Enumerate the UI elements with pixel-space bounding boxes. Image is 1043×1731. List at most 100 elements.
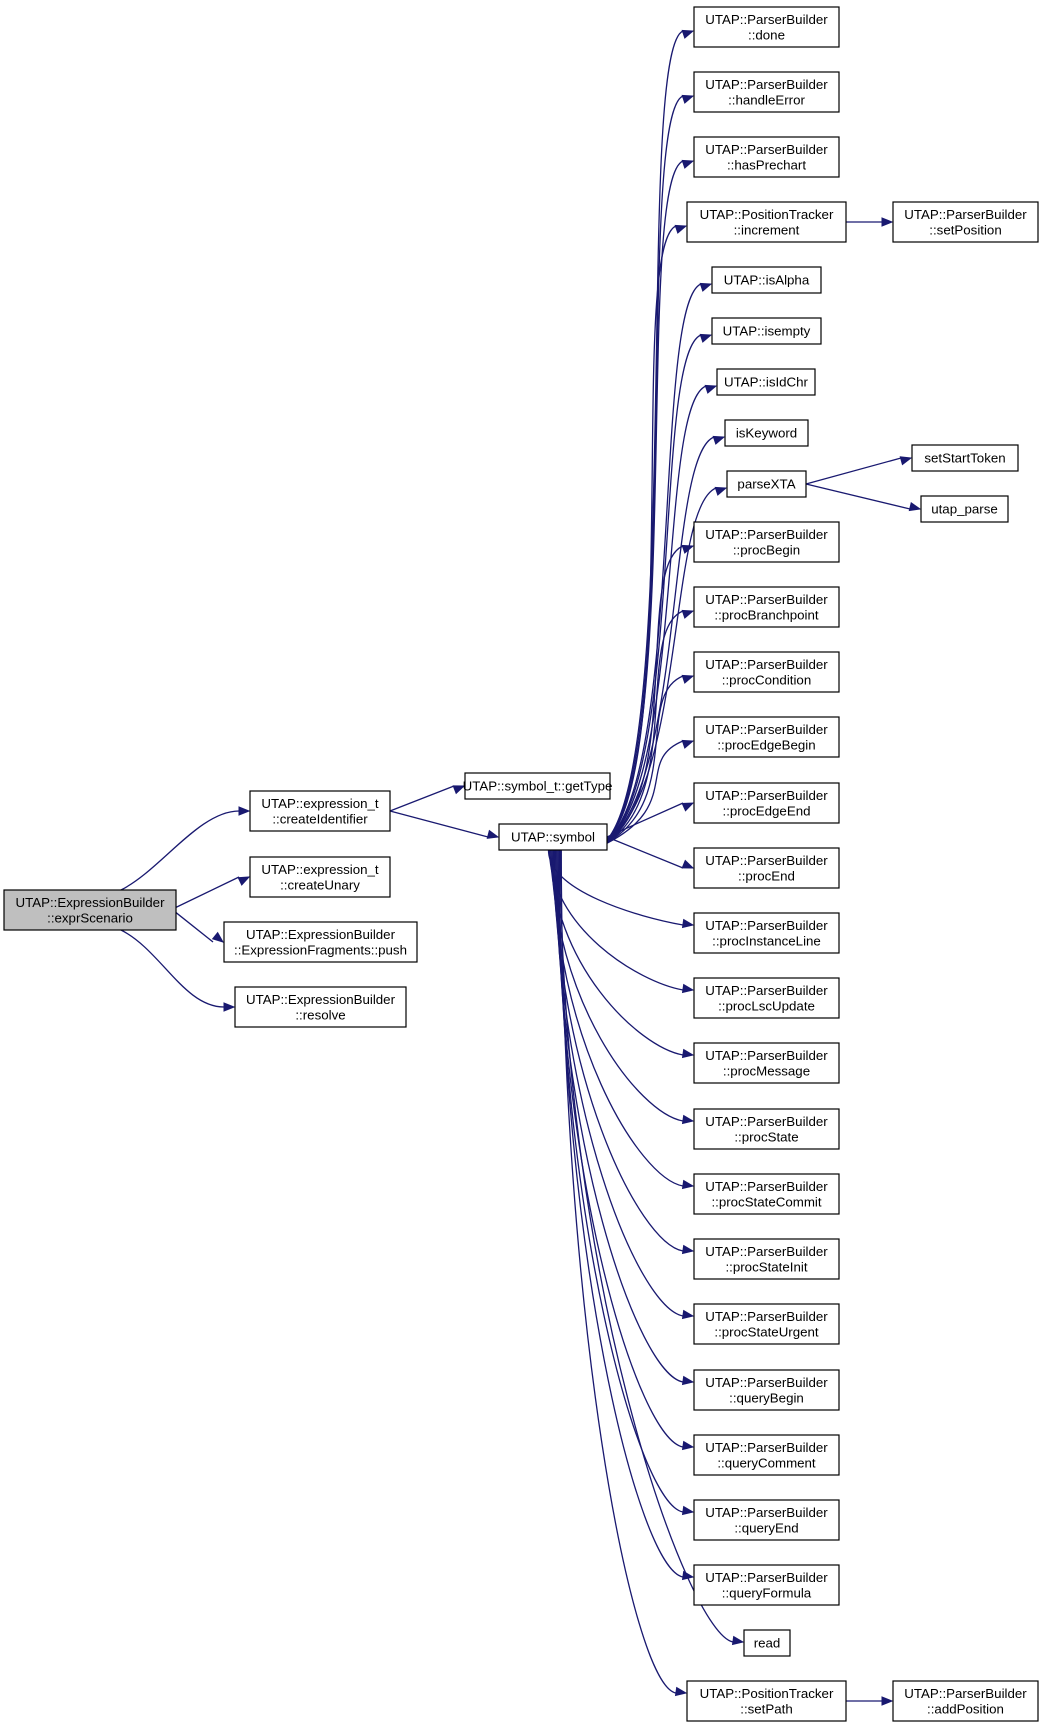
node-queryEnd[interactable]: UTAP::ParserBuilder::queryEnd [693, 1499, 840, 1541]
node-label: ::setPath [740, 1701, 792, 1716]
node-procInstanceLine[interactable]: UTAP::ParserBuilder::procInstanceLine [693, 912, 840, 954]
node-box [693, 521, 840, 563]
edge-symbol-to-procStateCommit [552, 849, 695, 1190]
node-box [686, 1680, 847, 1722]
arrowhead [681, 544, 695, 554]
node-box [498, 823, 608, 851]
node-addPosition[interactable]: UTAP::ParserBuilder::addPosition [892, 1680, 1039, 1722]
edge-symbol-to-procEdgeBegin [596, 739, 695, 849]
node-label: UTAP::ExpressionBuilder [15, 895, 165, 910]
arrowhead [681, 609, 695, 619]
node-label: ::resolve [295, 1007, 345, 1022]
node-label: UTAP::ParserBuilder [705, 1375, 828, 1390]
node-procCondition[interactable]: UTAP::ParserBuilder::procCondition [693, 651, 840, 693]
edge-line [558, 849, 684, 1578]
node-push[interactable]: UTAP::ExpressionBuilder::ExpressionFragm… [223, 921, 418, 963]
node-procEdgeBegin[interactable]: UTAP::ParserBuilder::procEdgeBegin [693, 716, 840, 758]
edge-line [120, 929, 225, 1008]
node-utap_parse[interactable]: utap_parse [920, 495, 1009, 523]
node-label: read [754, 1636, 781, 1651]
edge-line [596, 334, 702, 849]
node-getType[interactable]: UTAP::symbol_t::getType [463, 772, 613, 800]
arrowhead [452, 785, 466, 795]
node-box [686, 201, 847, 243]
edge-line [596, 610, 684, 849]
node-label: UTAP::ParserBuilder [705, 722, 828, 737]
node-exprScenario[interactable]: UTAP::ExpressionBuilder::exprScenario [3, 889, 177, 931]
node-label: ::procEdgeBegin [717, 737, 815, 752]
node-label: ::increment [734, 222, 800, 237]
node-procEnd[interactable]: UTAP::ParserBuilder::procEnd [693, 847, 840, 889]
node-setStartToken[interactable]: setStartToken [911, 444, 1019, 472]
node-label: ::queryEnd [734, 1520, 798, 1535]
edge-exprScenario-to-push [175, 912, 225, 943]
node-label: UTAP::ParserBuilder [705, 983, 828, 998]
node-label: parseXTA [737, 477, 795, 492]
node-parseXTA[interactable]: parseXTA [726, 470, 807, 498]
node-procStateInit[interactable]: UTAP::ParserBuilder::procStateInit [693, 1238, 840, 1280]
node-box [693, 651, 840, 693]
arrowhead [211, 931, 225, 943]
node-done[interactable]: UTAP::ParserBuilder::done [693, 6, 840, 48]
node-label: utap_parse [931, 502, 998, 517]
edge-line [596, 740, 684, 849]
node-box [693, 6, 840, 48]
arrowhead [681, 802, 695, 812]
node-label: ::queryBegin [729, 1390, 804, 1405]
arrowhead [714, 486, 728, 496]
node-isAlpha[interactable]: UTAP::isAlpha [711, 266, 822, 294]
node-isKeyword[interactable]: isKeyword [724, 419, 809, 447]
arrowhead [681, 674, 695, 684]
node-procLscUpdate[interactable]: UTAP::ParserBuilder::procLscUpdate [693, 977, 840, 1019]
node-box [711, 266, 822, 294]
node-queryComment[interactable]: UTAP::ParserBuilder::queryComment [693, 1434, 840, 1476]
node-read[interactable]: read [743, 1629, 791, 1657]
node-setPosition[interactable]: UTAP::ParserBuilder::setPosition [892, 201, 1039, 243]
node-label: ::procEdgeEnd [723, 803, 811, 818]
arrowhead [681, 1375, 695, 1386]
node-label: UTAP::ParserBuilder [705, 1309, 828, 1324]
node-label: UTAP::PositionTracker [700, 207, 834, 222]
node-box [920, 495, 1009, 523]
edge-parseXTA-to-utap_parse [805, 483, 922, 512]
edge-line [389, 785, 455, 812]
node-increment[interactable]: UTAP::PositionTracker::increment [686, 201, 847, 243]
node-procStateUrgent[interactable]: UTAP::ParserBuilder::procStateUrgent [693, 1303, 840, 1345]
edge-symbol-to-increment [596, 224, 688, 849]
edge-line [389, 810, 489, 838]
node-handleError[interactable]: UTAP::ParserBuilder::handleError [693, 71, 840, 113]
node-procEdgeEnd[interactable]: UTAP::ParserBuilder::procEdgeEnd [693, 782, 840, 824]
node-resolve[interactable]: UTAP::ExpressionBuilder::resolve [234, 986, 407, 1028]
arrowhead [681, 29, 695, 39]
node-isIdChr[interactable]: UTAP::isIdChr [716, 368, 816, 396]
edge-symbol-to-setPath [560, 849, 688, 1697]
node-box [693, 1303, 840, 1345]
node-label: UTAP::expression_t [261, 796, 379, 811]
edge-line [547, 849, 684, 926]
node-procBegin[interactable]: UTAP::ParserBuilder::procBegin [693, 521, 840, 563]
edge-symbol-to-isIdChr [596, 384, 718, 849]
edge-line [606, 836, 684, 869]
node-label: UTAP::ExpressionBuilder [246, 927, 396, 942]
node-procStateCommit[interactable]: UTAP::ParserBuilder::procStateCommit [693, 1173, 840, 1215]
node-procBranchpoint[interactable]: UTAP::ParserBuilder::procBranchpoint [693, 586, 840, 628]
node-queryBegin[interactable]: UTAP::ParserBuilder::queryBegin [693, 1369, 840, 1411]
node-procState[interactable]: UTAP::ParserBuilder::procState [693, 1108, 840, 1150]
node-label: UTAP::ParserBuilder [904, 1686, 1027, 1701]
node-createIdentifier[interactable]: UTAP::expression_t::createIdentifier [249, 790, 391, 832]
node-hasPrechart[interactable]: UTAP::ParserBuilder::hasPrechart [693, 136, 840, 178]
edge-line [560, 849, 677, 1694]
node-setPath[interactable]: UTAP::PositionTracker::setPath [686, 1680, 847, 1722]
node-procMessage[interactable]: UTAP::ParserBuilder::procMessage [693, 1042, 840, 1084]
node-queryFormula[interactable]: UTAP::ParserBuilder::queryFormula [693, 1564, 840, 1606]
node-label: UTAP::ParserBuilder [705, 1048, 828, 1063]
node-isempty[interactable]: UTAP::isempty [711, 317, 822, 345]
node-createUnary[interactable]: UTAP::expression_t::createUnary [249, 856, 391, 898]
node-box [743, 1629, 791, 1657]
arrowhead [681, 983, 695, 994]
edge-line [596, 545, 684, 849]
edge-line [559, 849, 734, 1643]
node-label: UTAP::ParserBuilder [705, 1570, 828, 1585]
node-symbol[interactable]: UTAP::symbol [498, 823, 608, 851]
edge-symbol-to-procEdgeEnd [606, 802, 695, 838]
